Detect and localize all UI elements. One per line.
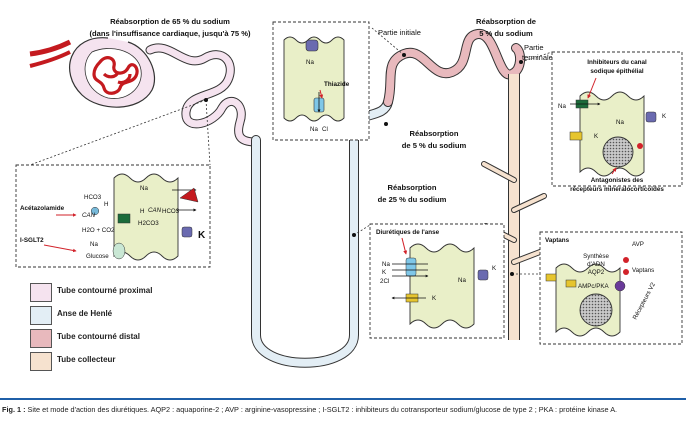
- inset-vaptans: Vaptans Synthèse d'ADN AQP2 AMPc/PKA AVP…: [539, 231, 683, 345]
- legend-item-distal: Tube contourné distal: [30, 328, 250, 351]
- caption-text: Site et mode d'action des diurétiques. A…: [27, 405, 618, 414]
- loop-2cl: 2Cl: [380, 278, 389, 285]
- pump-red-icon: [179, 187, 199, 203]
- synthese-2: d'ADN: [587, 261, 605, 268]
- ca-enzyme-icon: [90, 206, 100, 216]
- inset-thiazide: Na Thiazide Na Cl: [272, 21, 370, 141]
- vaptan-molecule-icon: [623, 269, 629, 275]
- na-top: Na: [140, 185, 148, 192]
- legend: Tube contourné proximal Anse de Henlé Tu…: [30, 282, 250, 374]
- loop-na: Na: [382, 261, 390, 268]
- legend-item-henle: Anse de Henlé: [30, 305, 250, 328]
- enac-k: K: [662, 113, 667, 120]
- legend-label: Tube contourné distal: [57, 332, 140, 341]
- enac-na-right: Na: [616, 119, 624, 126]
- sglt2-icon: [112, 242, 126, 260]
- vaptans-title: Vaptans: [545, 237, 570, 244]
- pump-icon: [305, 39, 319, 52]
- label-distal-5-line1: Réabsorption de: [476, 17, 536, 26]
- vaptans-nucleus-icon: [579, 293, 613, 327]
- caption-fig: Fig. 1 :: [2, 405, 26, 414]
- label-partie-terminale-1: Partie: [524, 43, 544, 52]
- isglt2-label: I-SGLT2: [20, 237, 44, 244]
- inset-proximal: Acétazolamide I-SGLT2 HCO3 H CAN H2O + C…: [15, 164, 211, 268]
- vaptans-label: Vaptans: [632, 267, 654, 274]
- ampc-label: AMPc/PKA: [578, 283, 609, 290]
- label-proximal-65-line1: Réabsorption de 65 % du sodium: [110, 17, 230, 26]
- thiazide-na: Na: [310, 126, 318, 133]
- mra-title-1: Antagonistes des: [591, 177, 644, 184]
- legend-item-proximal: Tube contourné proximal: [30, 282, 250, 305]
- h-mid: H: [140, 208, 144, 215]
- synthese-1: Synthèse: [583, 253, 609, 260]
- v2-receptor-icon: [614, 280, 626, 292]
- label-partie-terminale-2: terminale: [522, 53, 553, 62]
- mr-receptor-icon: [637, 143, 643, 149]
- henle-loop: [251, 97, 393, 368]
- collecting-duct: [481, 74, 547, 340]
- loop-k: K: [382, 269, 387, 276]
- legend-swatch: [30, 352, 52, 371]
- hco3-mid: HCO3: [162, 208, 180, 215]
- can-left: CAN: [82, 212, 96, 219]
- loop-na-right: Na: [458, 277, 466, 284]
- avp-icon: [623, 257, 629, 263]
- label-distal-5-line2: 5 % du sodium: [479, 29, 533, 38]
- enac-romk-icon: [569, 131, 583, 141]
- caption-rule: [0, 398, 686, 400]
- inset-enac: Inhibiteurs du canal sodique épithélial …: [551, 51, 683, 193]
- label-henle-25-line1: Réabsorption: [388, 183, 437, 192]
- loop-pump-icon: [477, 269, 489, 281]
- can-mid: CAN: [148, 207, 162, 214]
- inset-loop: Diurétiques de l'anse Na K 2Cl K Na K: [369, 223, 505, 339]
- label-dist-5-line2: de 5 % du sodium: [402, 141, 467, 150]
- acetazolamide-label: Acétazolamide: [20, 205, 65, 212]
- avp-label: AVP: [632, 241, 644, 248]
- leader-lines: [29, 27, 553, 275]
- hco3-left: HCO3: [84, 194, 102, 201]
- legend-item-collector: Tube collecteur: [30, 351, 250, 374]
- h2co3: H2CO3: [138, 220, 159, 227]
- aqp2-membrane-icon: [545, 273, 557, 282]
- enac-pump-icon: [645, 111, 657, 123]
- thiazide-label: Thiazide: [324, 81, 350, 88]
- label-dist-5-line1: Réabsorption: [410, 129, 459, 138]
- enac-k-left: K: [594, 133, 599, 140]
- loop-k-right: K: [492, 265, 497, 272]
- legend-swatch: [30, 329, 52, 348]
- h-left: H: [104, 201, 108, 208]
- nucleus-icon: [602, 136, 634, 168]
- label-proximal-65-line2: (dans l'insuffisance cardiaque, jusqu'à …: [89, 29, 250, 38]
- nkcc2-icon: [405, 257, 417, 277]
- legend-swatch: [30, 306, 52, 325]
- k-channel-icon: [181, 226, 193, 238]
- enac-title-1: Inhibiteurs du canal: [587, 59, 647, 66]
- legend-swatch: [30, 283, 52, 302]
- thiazide-na-top: Na: [306, 59, 314, 66]
- na-sglt: Na: [90, 241, 98, 248]
- aqp2-vesicle-icon: [565, 279, 577, 288]
- figure-caption: Fig. 1 : Site et mode d'action des diuré…: [2, 405, 686, 415]
- aqp2-label: AQP2: [588, 269, 605, 276]
- enac-na: Na: [558, 103, 566, 110]
- legend-label: Tube contourné proximal: [57, 286, 153, 295]
- thiazide-cl: Cl: [322, 126, 328, 133]
- legend-label: Tube collecteur: [57, 355, 116, 364]
- enac-title-2: sodique épithélial: [590, 68, 643, 75]
- glomerulus: [29, 37, 156, 108]
- mra-title-2: récepteurs minéralocorticoïdes: [570, 186, 664, 193]
- loop-k-out: K: [432, 295, 437, 302]
- label-henle-25-line2: de 25 % du sodium: [378, 195, 447, 204]
- nhe3-icon: [117, 213, 131, 224]
- glucose-label: Glucose: [86, 253, 109, 260]
- h2o-co2: H2O + CO2: [82, 227, 115, 234]
- label-partie-initiale: Partie initiale: [378, 28, 421, 37]
- loop-diuretics-label: Diurétiques de l'anse: [376, 229, 440, 236]
- legend-label: Anse de Henlé: [57, 309, 113, 318]
- k-bold: K: [198, 230, 206, 241]
